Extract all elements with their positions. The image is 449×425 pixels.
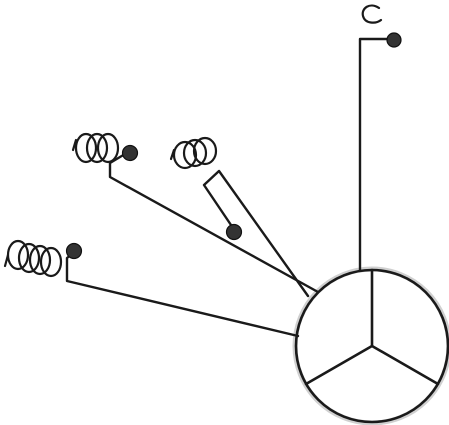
branch-middle-upper-terminal (121, 144, 139, 162)
branch-top-coil (361, 4, 383, 24)
branch-top (358, 4, 402, 272)
branch-left-lead (65, 252, 300, 338)
branch-middle-inner-coil (169, 136, 218, 170)
hub-divider-lower-left (304, 344, 374, 386)
branch-top-terminal (386, 32, 402, 48)
branch-middle-inner-lead (202, 169, 310, 298)
branch-left-coil (3, 239, 63, 278)
branch-left-terminal (65, 242, 83, 260)
branch-middle-inner-terminal (225, 223, 243, 241)
branch-left (3, 239, 300, 338)
branch-middle-upper (71, 132, 320, 294)
hub (292, 266, 449, 425)
branch-middle-upper-coil (71, 132, 120, 164)
branch-middle-upper-lead (108, 152, 320, 294)
branch-middle-inner (169, 136, 310, 298)
branch-top-lead (358, 37, 394, 272)
hub-divider-lower-right (370, 344, 440, 386)
